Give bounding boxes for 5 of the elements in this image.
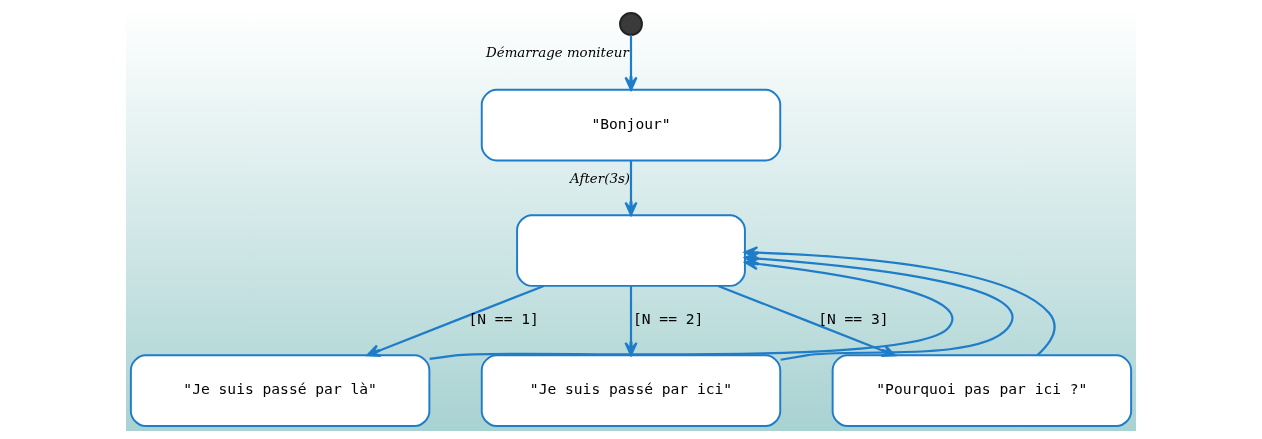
edge-label: [N == 3] bbox=[818, 310, 889, 328]
edge-label: [N == 1] bbox=[468, 310, 539, 328]
edge-label: [N == 2] bbox=[632, 310, 704, 328]
edge-label: After(3s) bbox=[570, 170, 631, 186]
edge-label: Démarrage moniteur bbox=[486, 45, 629, 61]
